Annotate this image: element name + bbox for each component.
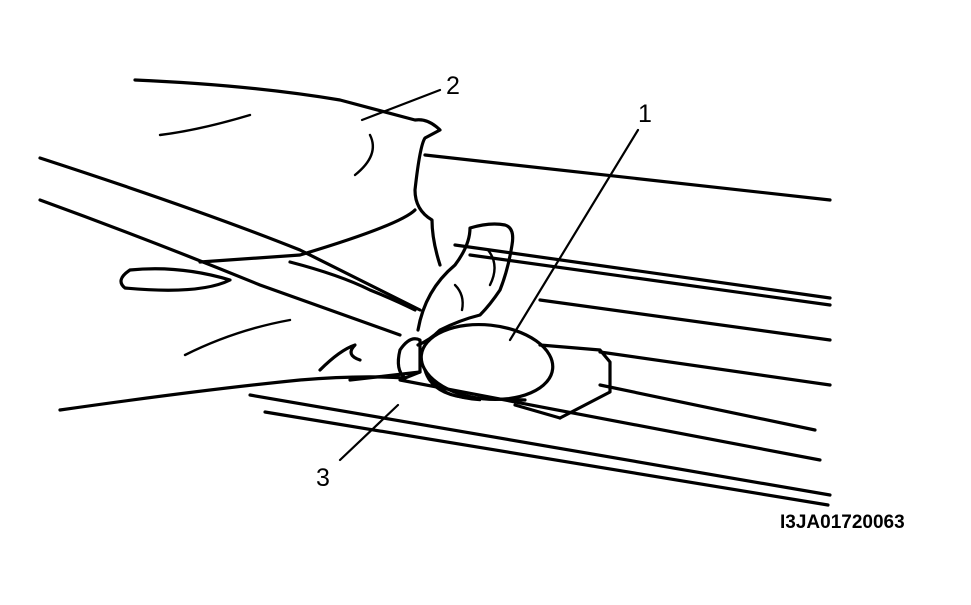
rail-inner-edge xyxy=(598,350,832,387)
step-block xyxy=(538,343,612,420)
rail-top-edge-2 xyxy=(468,253,832,307)
rail-back-edge xyxy=(423,153,832,202)
cloth-fold-1 xyxy=(453,283,464,312)
sleeve-fold-1 xyxy=(158,113,252,137)
rail-groove-edge xyxy=(538,298,832,342)
arm-lower-edge xyxy=(38,198,402,337)
cleaning-cloth xyxy=(396,222,515,380)
figure-code: I3JA01720063 xyxy=(780,512,905,533)
rail-front-edge-1 xyxy=(248,393,832,497)
leader-line-2 xyxy=(360,88,442,122)
hand-crease-1 xyxy=(183,318,292,357)
arm-upper-edge xyxy=(38,156,422,312)
leader-line-3 xyxy=(338,403,400,462)
callout-label-3: 3 xyxy=(316,464,330,492)
leader-line-1 xyxy=(508,128,640,342)
rail-front-edge-2 xyxy=(263,410,830,507)
sleeve-top xyxy=(133,78,442,267)
palm-edge xyxy=(348,370,422,382)
callout-label-2: 2 xyxy=(446,72,460,100)
hand-bottom-edge xyxy=(58,375,407,412)
step-block-lower xyxy=(513,403,562,420)
cloth-fold-2 xyxy=(486,248,496,287)
sealing-rail xyxy=(248,153,832,507)
thumb-curl xyxy=(318,343,362,372)
sleeve-fold-2 xyxy=(353,133,375,177)
leader-lines xyxy=(338,88,640,462)
callout-label-1: 1 xyxy=(638,100,652,128)
cloth-outline xyxy=(416,222,515,347)
rail-front-inner xyxy=(398,378,822,462)
finger-top xyxy=(288,260,417,312)
disc-rim-inner xyxy=(430,378,482,402)
hand-sleeve xyxy=(38,78,442,412)
finger-tip xyxy=(119,267,232,292)
rail-front-top xyxy=(598,383,817,432)
rail-top-edge-1 xyxy=(453,243,832,300)
